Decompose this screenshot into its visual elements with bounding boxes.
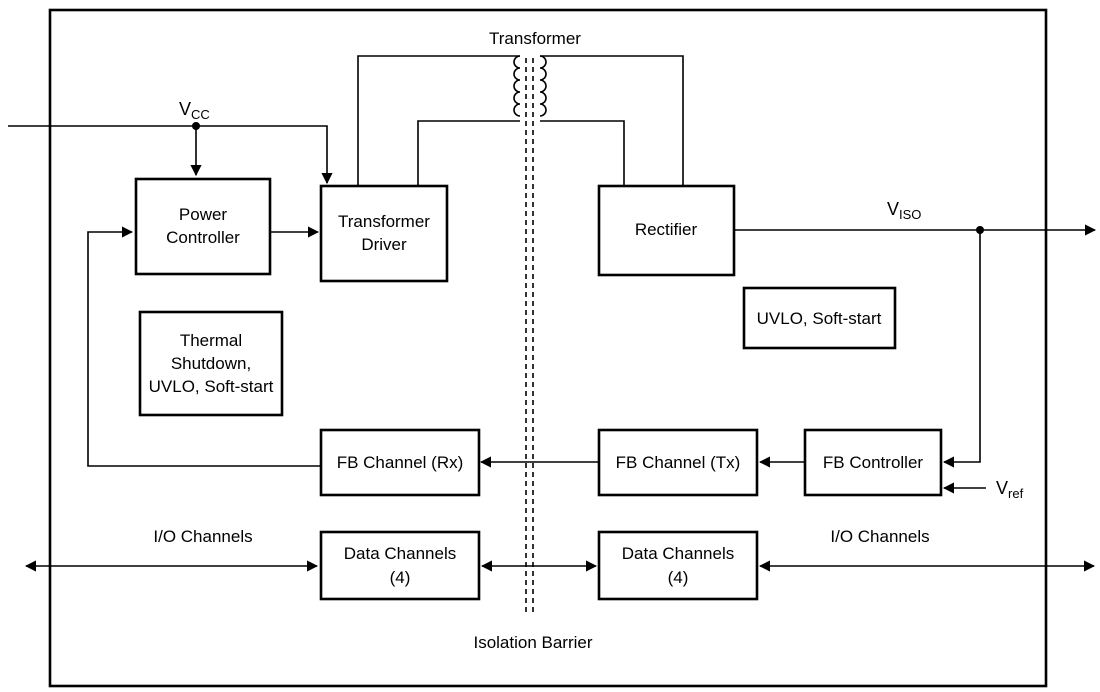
fb-tx-label: FB Channel (Tx) [616,453,741,472]
driver-to-primary-top-wire [357,55,520,186]
transformer-driver-label-line1: Transformer [338,212,430,231]
io-channels-left-label: I/O Channels [153,527,252,546]
data-right-label-line2: (4) [668,568,689,587]
fb-controller-label: FB Controller [823,453,923,472]
vref-subscript: ref [1008,486,1024,501]
transformer-label: Transformer [489,29,581,48]
transformer-secondary-coil [539,55,547,117]
transformer-driver-block [319,184,449,283]
vcc-subscript: CC [191,107,210,122]
driver-to-primary-bottom-wire [417,120,520,186]
vcc-main: V [179,99,191,119]
uvlo-right-label: UVLO, Soft-start [757,309,882,328]
fb-controller-block [803,428,943,497]
secondary-to-rectifier-top-wire [540,55,684,186]
rectifier-label: Rectifier [635,220,698,239]
power-controller-label-line1: Power [179,205,228,224]
thermal-label-line2: Shutdown, [171,354,251,373]
isolation-barrier-label: Isolation Barrier [473,633,592,652]
data-channels-left-block [319,530,481,601]
power-controller-block [134,177,272,276]
power-controller-label-line2: Controller [166,228,240,247]
vref-label: Vref [996,478,1024,501]
data-left-label-line2: (4) [390,568,411,587]
fb-rx-label: FB Channel (Rx) [337,453,464,472]
viso-feedback-wire [942,230,981,468]
viso-label: VISO [887,199,921,222]
thermal-label-line1: Thermal [180,331,242,350]
secondary-to-rectifier-bottom-wire [540,120,625,186]
vcc-input-wire [8,125,333,185]
device-outline [48,8,1048,688]
data-left-label-line1: Data Channels [344,544,456,563]
fb-rx-to-power-controller-wire [87,226,321,467]
transformer-primary-coil [513,55,521,117]
data-channels-right-block [597,530,759,601]
io-channels-right-label: I/O Channels [830,527,929,546]
uvlo-soft-start-block [742,286,897,350]
thermal-shutdown-block [138,310,284,417]
thermal-label-line3: UVLO, Soft-start [149,377,274,396]
rectifier-block [597,184,736,277]
fb-channel-tx-block [597,428,759,497]
viso-subscript: ISO [899,207,921,222]
data-right-label-line1: Data Channels [622,544,734,563]
vcc-label: VCC [179,99,210,122]
fb-channel-rx-block [319,428,481,497]
viso-main: V [887,199,899,219]
vref-main: V [996,478,1008,498]
transformer-driver-label-line2: Driver [361,235,407,254]
